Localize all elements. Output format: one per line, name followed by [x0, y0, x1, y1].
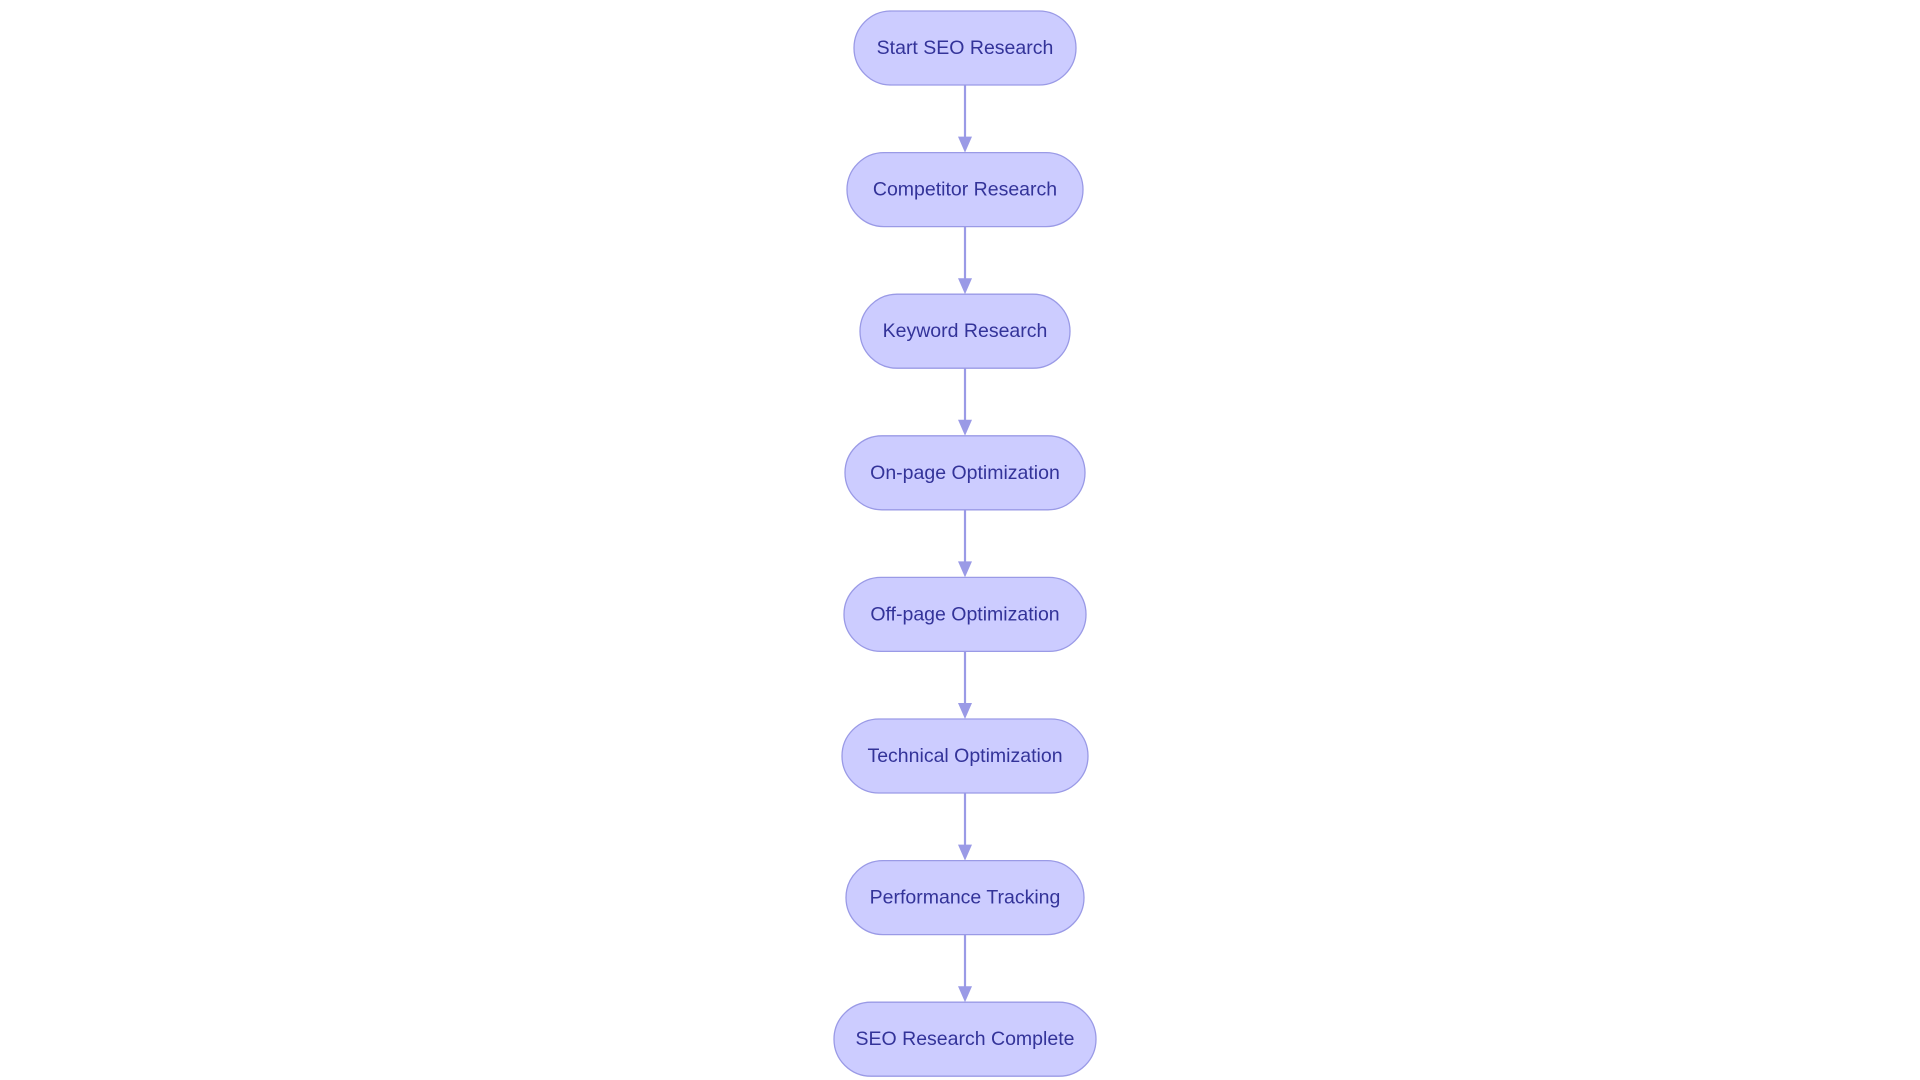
node-label: SEO Research Complete	[856, 1028, 1075, 1050]
node-label: Off-page Optimization	[870, 603, 1059, 625]
node-shape	[843, 576, 1087, 653]
node-onpage: On-page Optimization	[844, 435, 1086, 511]
arrowhead-icon	[958, 419, 972, 436]
node-technical: Technical Optimization	[841, 718, 1089, 794]
arrowhead-icon	[958, 986, 972, 1003]
node-label: On-page Optimization	[870, 462, 1060, 484]
node-label: Competitor Research	[873, 179, 1057, 201]
arrowhead-icon	[958, 278, 972, 295]
edge-technical-to-performance	[958, 793, 972, 861]
node-shape	[844, 435, 1086, 511]
node-shape	[853, 10, 1077, 86]
node-label: Start SEO Research	[877, 37, 1054, 59]
edges-layer	[958, 85, 972, 1003]
edge-offpage-to-technical	[958, 651, 972, 719]
edge-onpage-to-offpage	[958, 509, 972, 578]
node-shape	[859, 293, 1071, 369]
node-offpage: Off-page Optimization	[843, 576, 1087, 653]
node-keyword: Keyword Research	[859, 293, 1071, 369]
node-label: Technical Optimization	[867, 745, 1062, 767]
arrowhead-icon	[958, 703, 972, 719]
node-shape	[845, 859, 1085, 936]
arrowhead-icon	[958, 561, 972, 578]
edge-start-to-competitor	[958, 85, 972, 153]
node-competitor: Competitor Research	[846, 151, 1084, 228]
node-shape	[846, 151, 1084, 228]
edge-performance-to-complete	[958, 934, 972, 1003]
node-start: Start SEO Research	[853, 10, 1077, 86]
node-label: Keyword Research	[883, 320, 1048, 342]
arrowhead-icon	[958, 844, 972, 861]
node-shape	[833, 1001, 1097, 1077]
node-performance: Performance Tracking	[845, 859, 1085, 936]
node-complete: SEO Research Complete	[833, 1001, 1097, 1077]
edge-competitor-to-keyword	[958, 226, 972, 295]
edge-keyword-to-onpage	[958, 368, 972, 436]
node-label: Performance Tracking	[870, 887, 1061, 909]
arrowhead-icon	[958, 136, 972, 153]
node-shape	[841, 718, 1089, 794]
